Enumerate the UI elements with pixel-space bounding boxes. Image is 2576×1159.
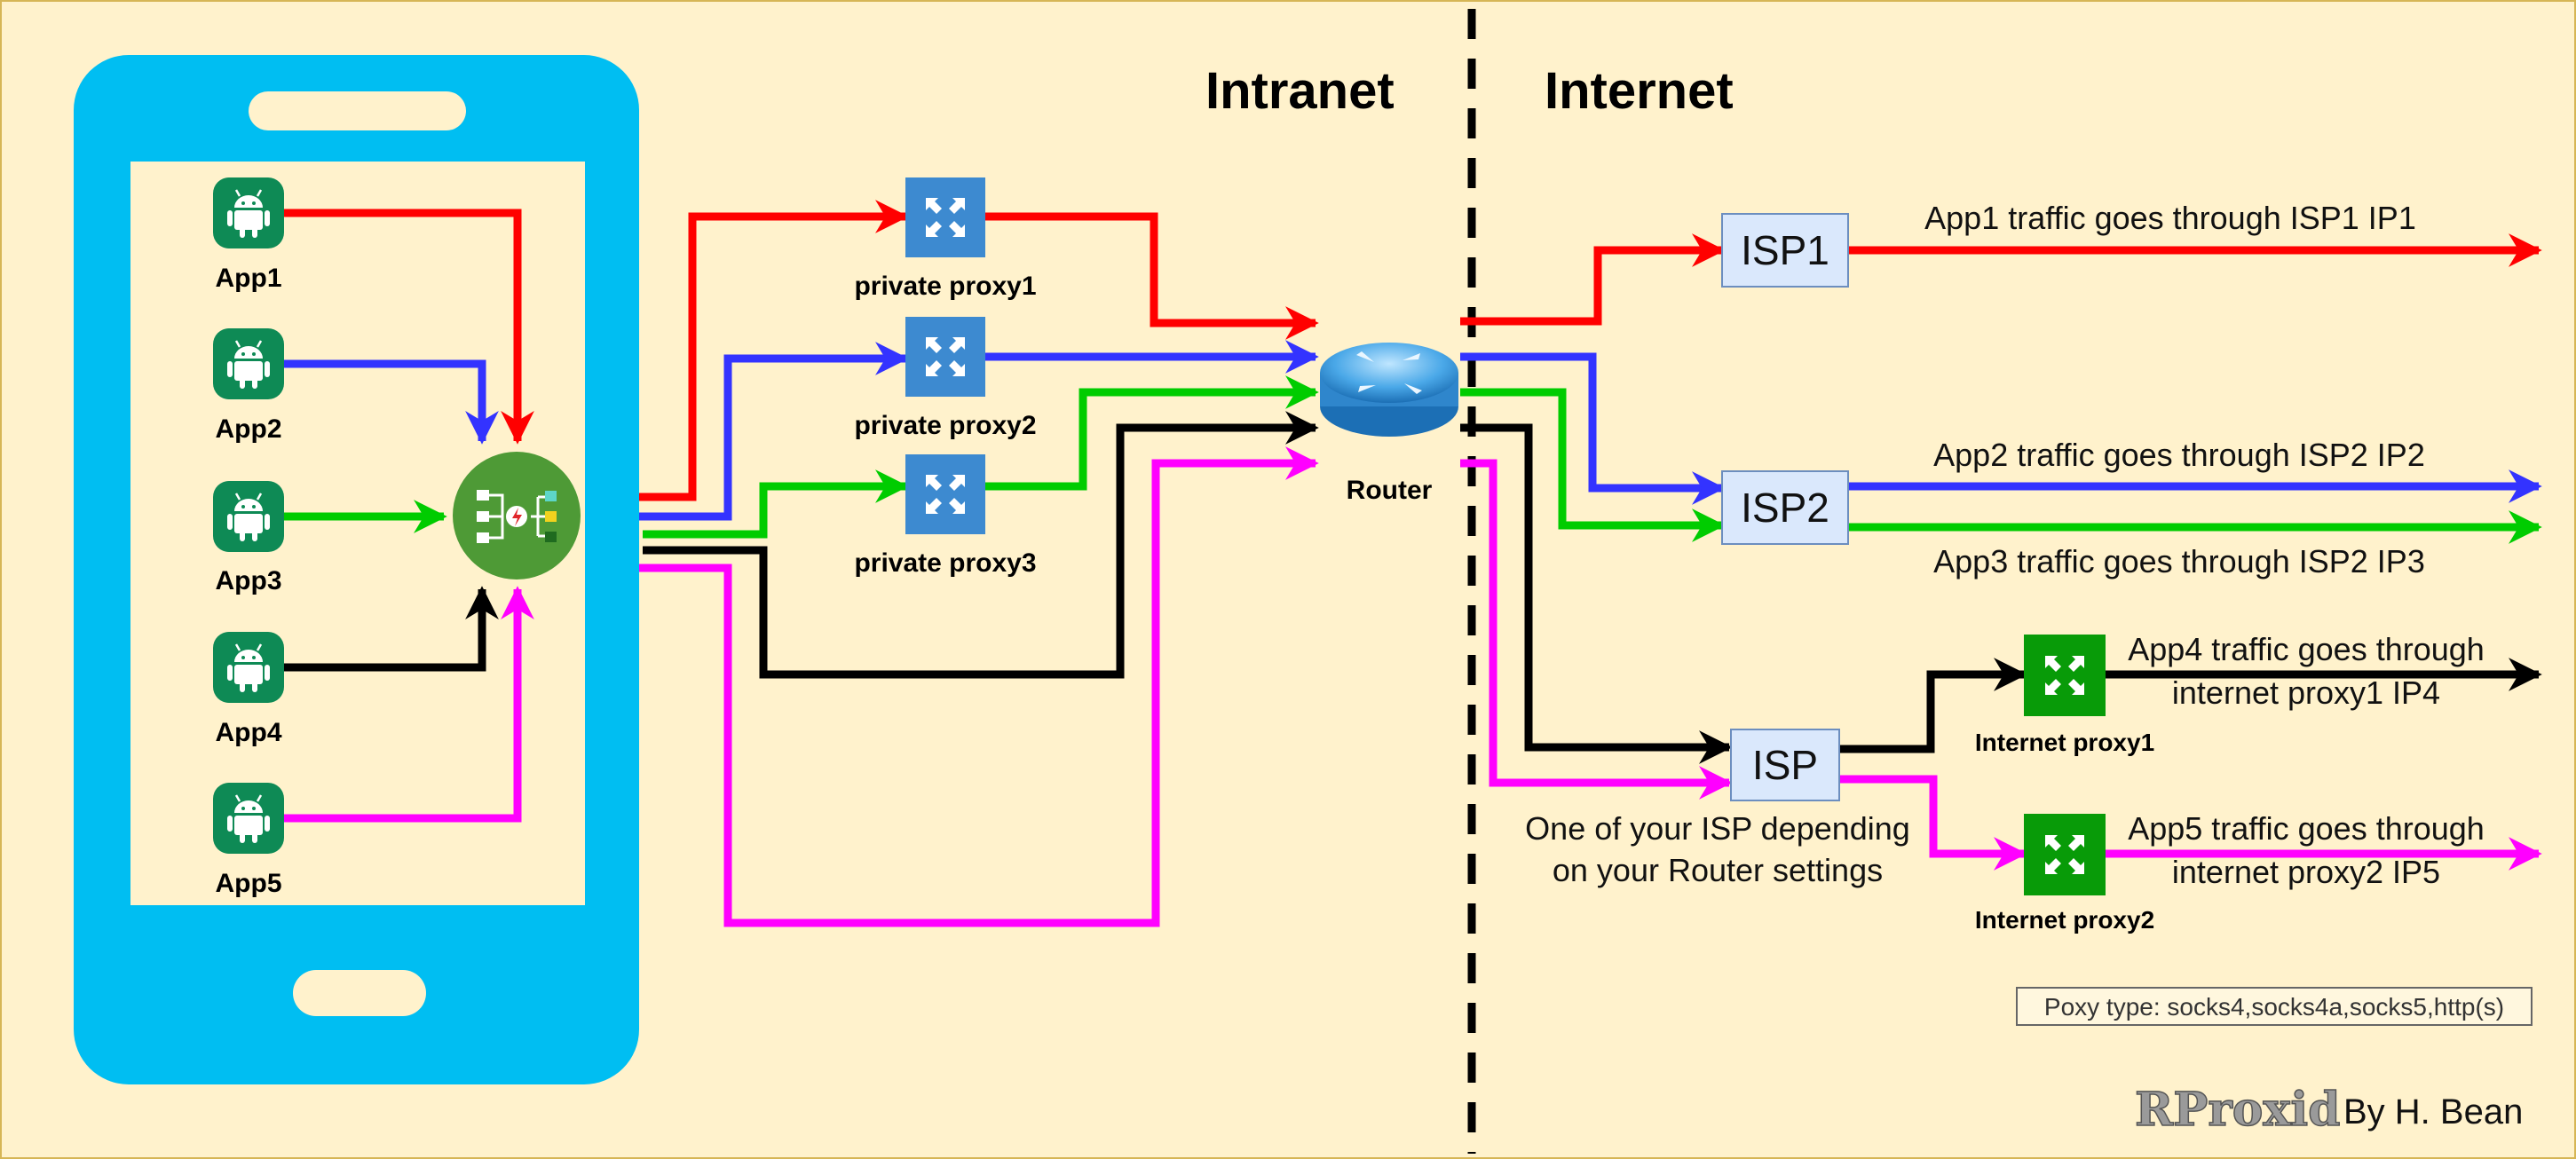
app5-traffic-line2: internet proxy2 IP5 bbox=[2172, 854, 2440, 890]
internet-heading: Internet bbox=[1545, 62, 1734, 120]
router-label: Router bbox=[1347, 476, 1433, 505]
internet-proxy-icon bbox=[2024, 635, 2106, 716]
app1[interactable]: App1 bbox=[211, 176, 286, 293]
intranet-heading: Intranet bbox=[1205, 62, 1395, 120]
wire-green-proxy3-router bbox=[985, 375, 1319, 491]
wire-app5-hub bbox=[284, 586, 534, 823]
wire-green-router-isp2 bbox=[1460, 388, 1726, 542]
wire-red-proxy1-router bbox=[985, 212, 1319, 340]
android-icon bbox=[211, 781, 286, 855]
wire-magenta-to-router bbox=[639, 446, 1319, 927]
isp-label: ISP bbox=[1752, 742, 1818, 788]
wire-green-to-proxy3 bbox=[643, 469, 909, 539]
app4-traffic-line1: App4 traffic goes through bbox=[2128, 631, 2485, 667]
proxy-hub[interactable] bbox=[453, 452, 581, 580]
router[interactable]: Router bbox=[1320, 343, 1458, 505]
private-proxy3[interactable]: private proxy3 bbox=[854, 454, 1037, 578]
android-icon bbox=[211, 479, 286, 554]
private-proxy2[interactable]: private proxy2 bbox=[854, 317, 1037, 440]
private-proxy3-label: private proxy3 bbox=[854, 548, 1036, 578]
wire-black-router-isp bbox=[1460, 423, 1733, 764]
app5[interactable]: App5 bbox=[211, 781, 286, 898]
isp2[interactable]: ISP2 bbox=[1721, 470, 1849, 545]
wire-app1-hub bbox=[284, 209, 534, 445]
app4-traffic-line2: internet proxy1 IP4 bbox=[2172, 674, 2440, 711]
android-icon bbox=[211, 176, 286, 250]
internet-proxy1-label: Internet proxy1 bbox=[1975, 729, 2154, 756]
proxy-icon bbox=[905, 317, 985, 397]
isp1-label: ISP1 bbox=[1741, 227, 1829, 273]
wire-black-isp-proxy1 bbox=[1839, 658, 2027, 753]
wire-red-to-proxy1 bbox=[639, 200, 909, 501]
intranet-wires bbox=[639, 200, 1319, 927]
app2-traffic-text: App2 traffic goes through ISP2 IP2 bbox=[1933, 437, 2425, 473]
wire-app2-hub bbox=[284, 359, 499, 445]
app-to-hub-wires bbox=[284, 209, 534, 823]
app5-traffic-line1: App5 traffic goes through bbox=[2128, 810, 2485, 847]
isp-note-line2: on your Router settings bbox=[1553, 852, 1883, 888]
app2-label: App2 bbox=[216, 414, 282, 444]
proxy-type-note: Poxy type: socks4,socks4a,socks5,http(s) bbox=[2016, 987, 2533, 1026]
phone-home-button bbox=[293, 970, 426, 1016]
isp-note-line1: One of your ISP depending bbox=[1525, 810, 1910, 847]
isp1-box bbox=[1721, 213, 1849, 288]
isp-generic[interactable]: ISP bbox=[1730, 729, 1840, 801]
private-proxy2-label: private proxy2 bbox=[854, 411, 1036, 440]
internet-proxy1[interactable]: Internet proxy1 bbox=[1975, 635, 2154, 756]
wire-app4-hub bbox=[284, 586, 499, 672]
isp2-box bbox=[1721, 470, 1849, 545]
android-icon bbox=[211, 630, 286, 705]
wire-blue-router-isp2 bbox=[1460, 352, 1726, 505]
isp-box bbox=[1730, 729, 1840, 801]
phone-speaker bbox=[249, 91, 466, 130]
private-proxy1-label: private proxy1 bbox=[854, 272, 1036, 301]
app4-label: App4 bbox=[216, 718, 282, 747]
proxy-icon bbox=[905, 454, 985, 534]
app5-label: App5 bbox=[216, 869, 282, 898]
app2[interactable]: App2 bbox=[211, 327, 286, 444]
rproxid-logo: RProxid bbox=[2135, 1083, 2341, 1137]
internet-proxy-icon bbox=[2024, 814, 2106, 895]
app3[interactable]: App3 bbox=[211, 479, 286, 595]
app3-traffic-text: App3 traffic goes through ISP2 IP3 bbox=[1933, 543, 2425, 580]
internet-wires bbox=[1460, 233, 2542, 871]
app1-traffic-text: App1 traffic goes through ISP1 IP1 bbox=[1924, 200, 2416, 236]
proxy-icon bbox=[905, 177, 985, 257]
wire-magenta-isp-proxy2 bbox=[1839, 775, 2027, 871]
credit-text: By H. Bean bbox=[2343, 1092, 2523, 1131]
wire-magenta-router-isp bbox=[1460, 459, 1733, 800]
wire-blue-to-proxy2 bbox=[639, 342, 909, 521]
android-icon bbox=[211, 327, 286, 401]
router-icon bbox=[1320, 343, 1458, 403]
app4[interactable]: App4 bbox=[211, 630, 286, 747]
proxy-type-text: Poxy type: socks4,socks4a,socks5,http(s) bbox=[2044, 993, 2504, 1021]
wire-red-router-isp1 bbox=[1460, 233, 1726, 326]
private-proxy1[interactable]: private proxy1 bbox=[854, 177, 1037, 301]
isp1[interactable]: ISP1 bbox=[1721, 213, 1849, 288]
internet-proxy2[interactable]: Internet proxy2 bbox=[1975, 814, 2154, 934]
app1-label: App1 bbox=[216, 264, 282, 293]
app3-label: App3 bbox=[216, 566, 282, 595]
internet-proxy2-label: Internet proxy2 bbox=[1975, 906, 2154, 934]
isp2-label: ISP2 bbox=[1741, 485, 1829, 531]
wire-black-to-router bbox=[643, 411, 1319, 679]
